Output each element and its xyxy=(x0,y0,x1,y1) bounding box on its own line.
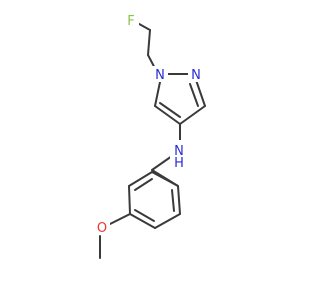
bond-n2-c3 xyxy=(195,79,206,107)
bond-ar-4 xyxy=(128,185,131,215)
bond-ar-3-inner xyxy=(134,209,155,222)
bond-c4-c5-double xyxy=(159,102,181,118)
amine-nitrogen-label: N xyxy=(174,144,184,159)
bond-nh-ch2 xyxy=(151,155,173,171)
bond-ar-o xyxy=(109,213,131,225)
bond-ar-3 xyxy=(129,213,156,229)
bonds xyxy=(99,19,206,259)
bond-c3-c4 xyxy=(179,105,206,125)
bond-c5-n1 xyxy=(154,81,161,107)
molecule-diagram: F N N N H O xyxy=(94,12,206,259)
bond-ar-5-inner xyxy=(134,178,153,191)
bond-ar-1-inner xyxy=(171,189,175,212)
bond-c4-c5 xyxy=(154,105,181,125)
amine-hydrogen-label: H xyxy=(174,156,184,171)
bond-ar-5 xyxy=(128,171,153,187)
atom-labels: F N N N H O xyxy=(94,12,204,236)
fluorine-label: F xyxy=(127,14,134,29)
bond-c-c-chain xyxy=(147,29,151,56)
bond-ar-2 xyxy=(154,213,181,229)
bond-n2-c3-double xyxy=(189,83,199,107)
bond-ar-6 xyxy=(151,171,179,187)
bond-ar-1 xyxy=(177,185,181,215)
oxygen-label: O xyxy=(97,221,107,236)
nitrogen-1-label: N xyxy=(155,68,165,83)
nitrogen-2-label: N xyxy=(191,68,201,83)
